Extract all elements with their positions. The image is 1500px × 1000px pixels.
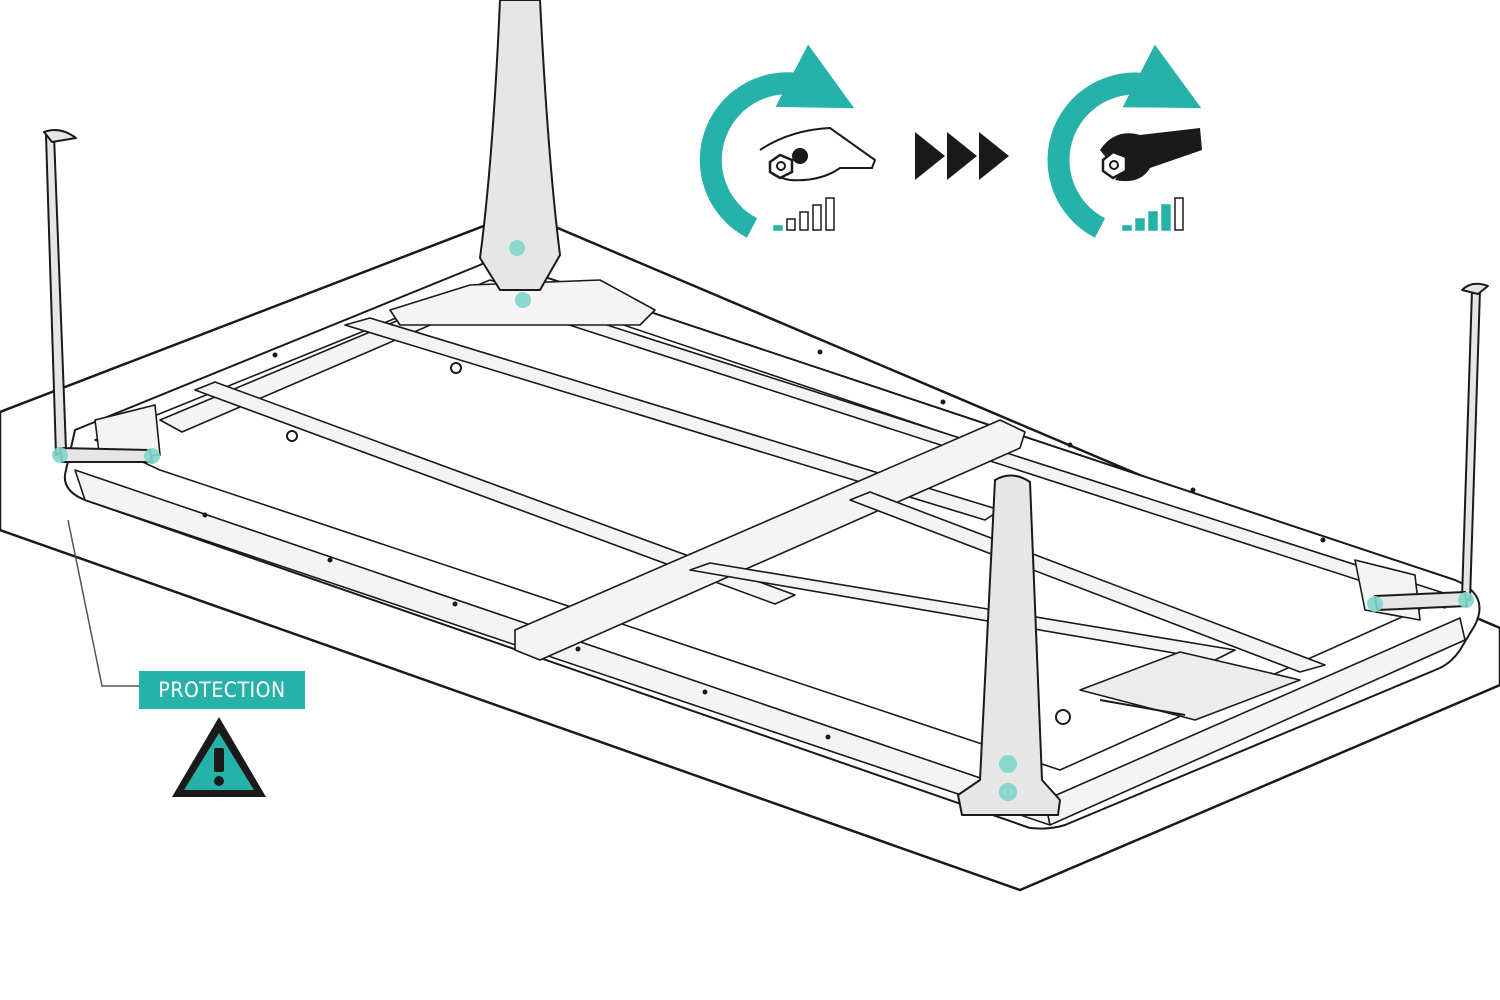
warning-triangle-icon [172, 717, 266, 797]
leg-arm-left [59, 447, 153, 463]
torque-bar [1148, 211, 1158, 231]
screw-hole [327, 557, 333, 563]
protection-leader-line [67, 519, 139, 687]
connection-point [144, 448, 160, 464]
screw-hole [1190, 487, 1196, 493]
screw-hole [825, 734, 831, 740]
nut-shape [768, 153, 794, 180]
warning-exclamation-bar [214, 748, 224, 772]
arrow-chevron [979, 132, 1009, 180]
torque-bar [799, 211, 809, 231]
bracket-plate-left [94, 404, 161, 461]
torque-bar [1135, 218, 1145, 231]
arrow-chevron [915, 132, 945, 180]
connection-point [515, 292, 531, 308]
frame-hole [286, 430, 298, 442]
nut-shape [1101, 150, 1128, 180]
cross-beam-lower [849, 491, 1326, 673]
nut-hole [776, 161, 786, 171]
nut-hole [1109, 160, 1119, 170]
cross-beam-left [194, 381, 796, 605]
torque-bar [825, 197, 835, 231]
table-legs [43, 0, 1489, 816]
screw-hole [817, 349, 823, 355]
leg-right [1461, 289, 1481, 601]
torque-bar [1122, 225, 1132, 231]
torque-bar [1161, 204, 1171, 231]
hand-tighten-icon [699, 44, 877, 238]
leg-arm-right [1374, 591, 1468, 611]
rotation-arrow-arc [699, 44, 855, 238]
leg-back-center [479, 0, 561, 291]
arrow-chevron [947, 132, 977, 180]
table-frame [63, 260, 1481, 830]
connection-point [509, 240, 525, 256]
screw-hole [1320, 537, 1326, 543]
leg-front-center [957, 474, 1061, 816]
connection-point [999, 783, 1017, 801]
torque-bars-hand [773, 197, 835, 231]
connection-point [999, 755, 1017, 773]
leg-left-cap [43, 129, 77, 143]
center-cross-beam [514, 419, 1026, 661]
screw-hole [272, 352, 278, 358]
screw-hole [575, 646, 581, 652]
triple-arrow-icon [915, 132, 1009, 180]
torque-bar [773, 225, 783, 231]
right-end-rail [1044, 617, 1466, 826]
screw-holes [202, 349, 1326, 740]
screw-hole [1067, 442, 1073, 448]
connection-point [1458, 592, 1474, 608]
torque-bar [812, 204, 822, 231]
cross-beam-right [689, 562, 1236, 661]
leg-right-cap [1461, 282, 1489, 295]
rotation-arrow-arc [1047, 44, 1202, 238]
mechanism-rod [1099, 699, 1186, 716]
protection-label: PROTECTION [139, 671, 305, 709]
mechanism-knob [1055, 709, 1071, 725]
screw-hole [940, 399, 946, 405]
warning-exclamation-dot [214, 776, 224, 786]
screw-hole [702, 689, 708, 695]
connection-markers [52, 240, 1474, 801]
screw-hole [452, 601, 458, 607]
connection-point [52, 447, 68, 463]
screw-hole [202, 512, 208, 518]
torque-bar [786, 218, 796, 231]
torque-bar [1174, 197, 1184, 231]
torque-bars-wrench [1122, 197, 1184, 231]
wrench-tighten-icon [1047, 44, 1202, 238]
thumb-tip [792, 148, 808, 164]
connection-point [1367, 596, 1383, 612]
frame-hole [450, 362, 462, 374]
